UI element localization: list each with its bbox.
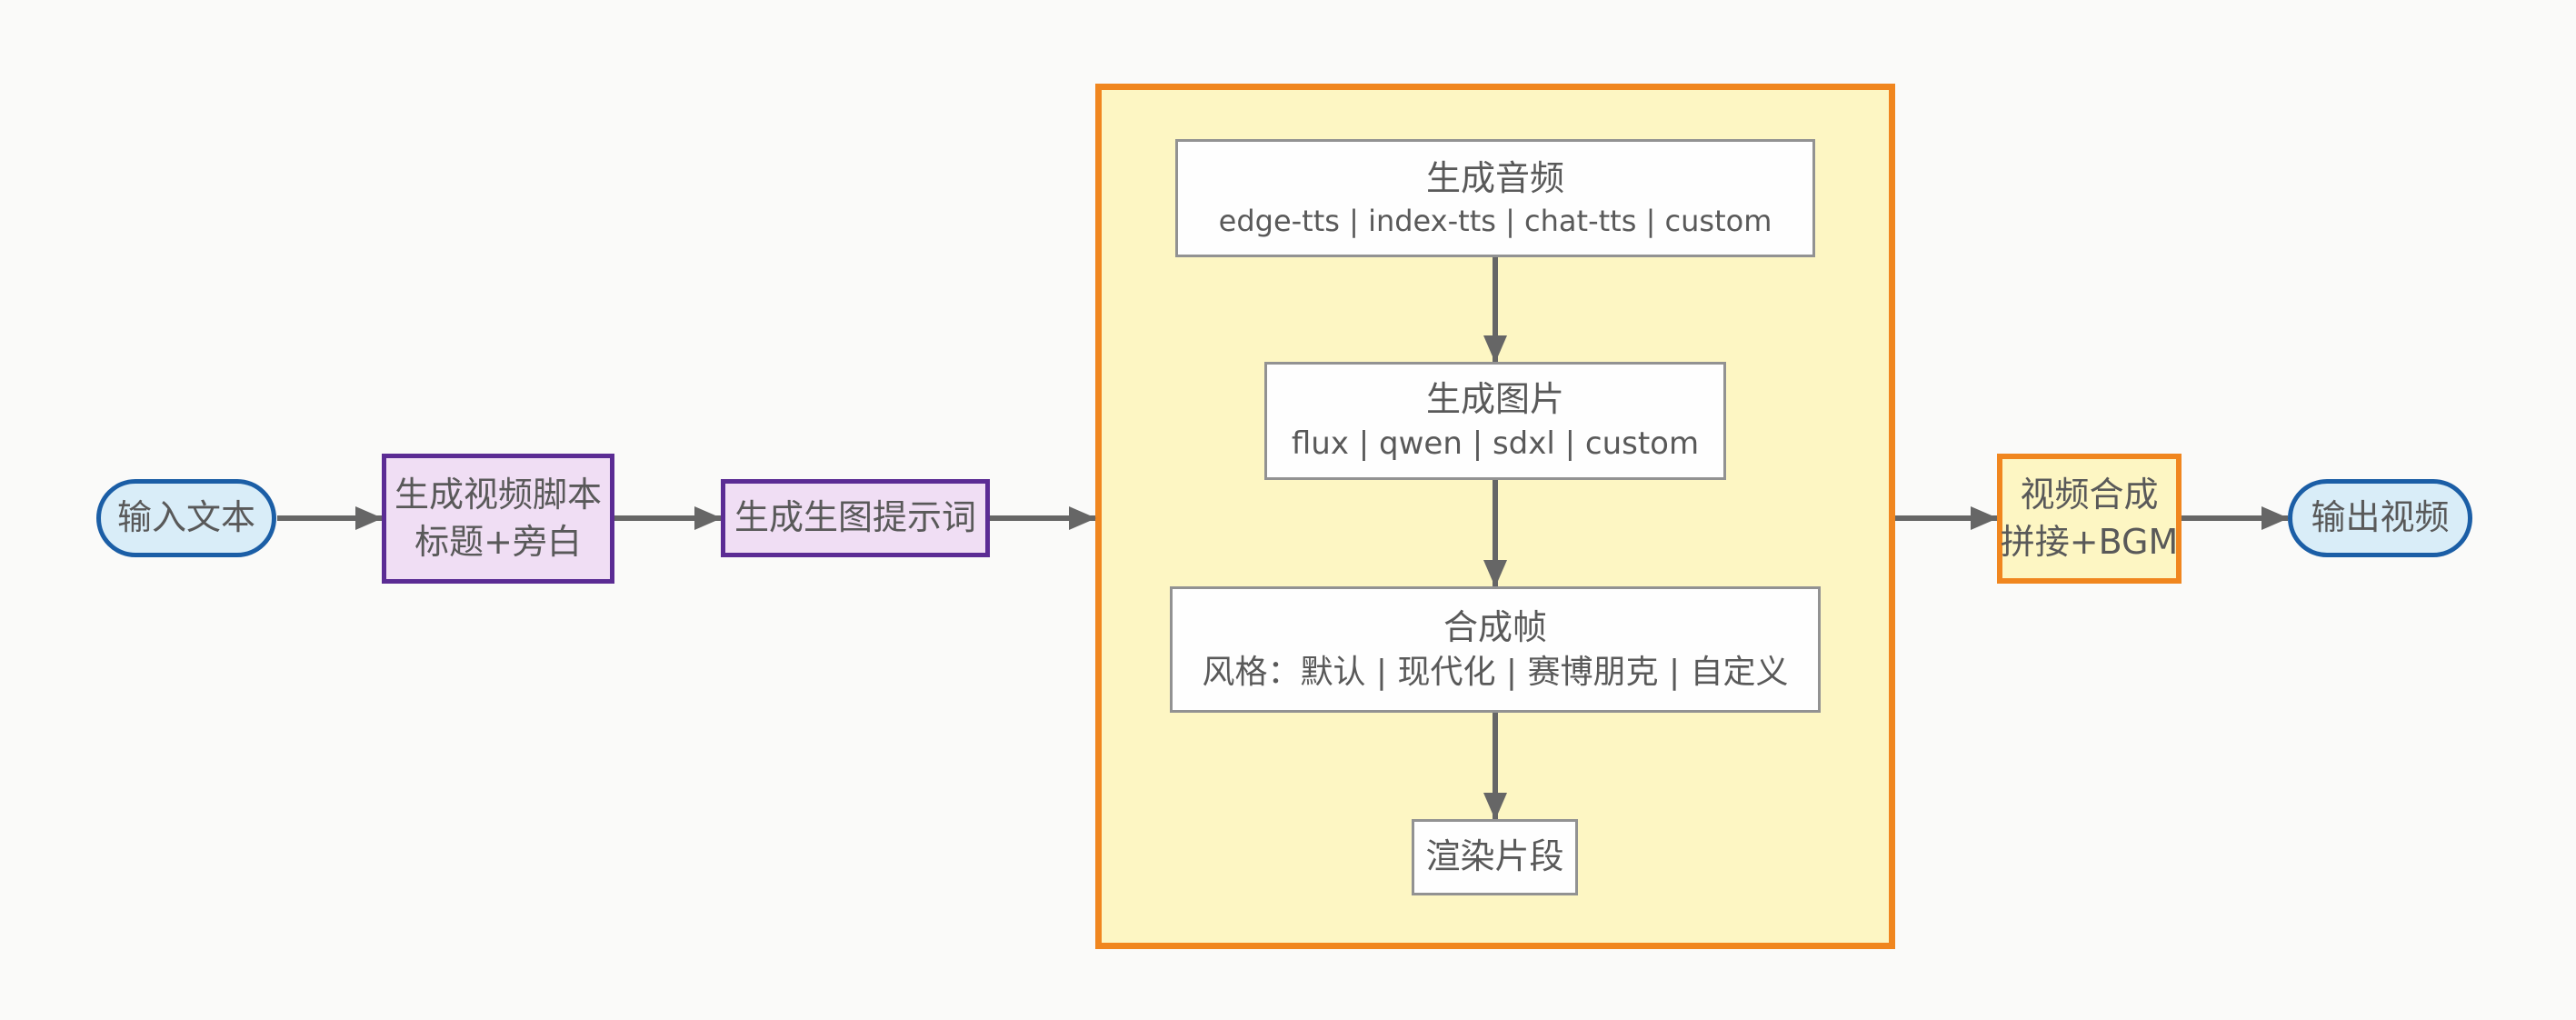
node-generate-audio-title: 生成音频 <box>1425 157 1564 198</box>
node-generate-script-line1: 生成视频脚本 <box>394 475 602 515</box>
node-generate-script: 生成视频脚本 标题+旁白 <box>382 454 614 584</box>
node-video-compose-line1: 视频合成 <box>2020 475 2159 515</box>
node-generate-prompt-label: 生成生图提示词 <box>734 497 976 538</box>
node-input-text-label: 输入文本 <box>116 497 255 538</box>
node-generate-audio-options: edge-tts | index-tts | chat-tts | custom <box>1218 204 1772 239</box>
node-input-text: 输入文本 <box>96 479 276 557</box>
node-generate-picture: 生成图片 flux | qwen | sdxl | custom <box>1264 362 1726 480</box>
node-video-compose-line2: 拼接+BGM <box>2000 521 2179 562</box>
node-video-compose: 视频合成 拼接+BGM <box>1997 454 2182 584</box>
node-generate-audio: 生成音频 edge-tts | index-tts | chat-tts | c… <box>1175 139 1815 257</box>
node-generate-prompt: 生成生图提示词 <box>721 479 990 557</box>
node-generate-picture-options: flux | qwen | sdxl | custom <box>1291 425 1700 462</box>
node-compose-frame-title: 合成帧 <box>1443 606 1547 647</box>
node-compose-frame: 合成帧 风格：默认 | 现代化 | 赛博朋克 | 自定义 <box>1170 586 1821 713</box>
node-generate-picture-title: 生成图片 <box>1425 379 1564 420</box>
node-output-video: 输出视频 <box>2288 479 2472 557</box>
node-render-clip-label: 渲染片段 <box>1425 836 1564 877</box>
node-compose-frame-options: 风格：默认 | 现代化 | 赛博朋克 | 自定义 <box>1202 653 1789 691</box>
node-render-clip: 渲染片段 <box>1412 819 1578 895</box>
node-output-video-label: 输出视频 <box>2311 497 2450 538</box>
node-generate-script-line2: 标题+旁白 <box>414 521 582 562</box>
